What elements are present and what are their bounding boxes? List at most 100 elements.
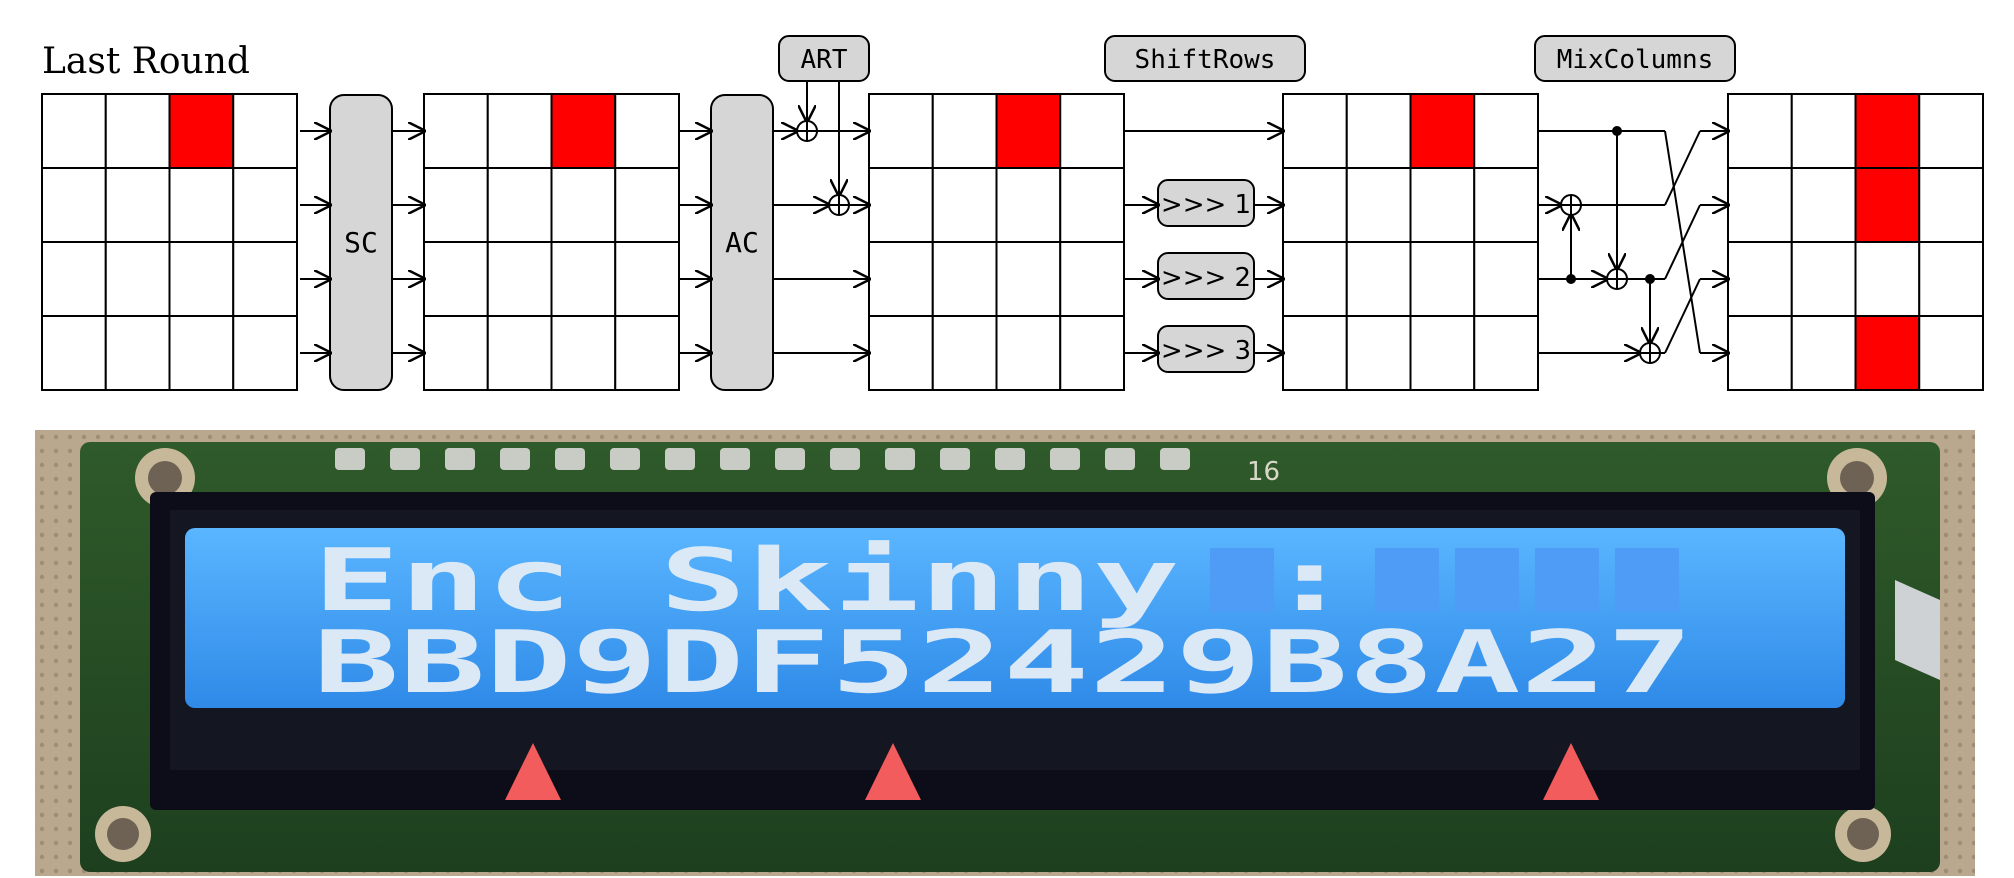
header-pin [775,448,805,470]
active-cell [1854,315,1921,391]
state-cell [104,315,171,391]
state-cell [995,241,1062,317]
diagram-title: Last Round [42,41,250,82]
state-cell [486,167,553,243]
state-cell [1854,241,1921,317]
state-cell [995,167,1062,243]
state-cell [868,315,934,391]
state-cell [1059,93,1125,169]
state-cell [931,167,998,243]
side-connector [1895,580,1940,680]
state-cell [486,315,553,391]
state-cell [1790,93,1857,169]
active-cell [995,93,1062,169]
state-cell [1727,93,1793,169]
state-cell [1345,241,1412,317]
state-cell [931,315,998,391]
state-cell [1918,241,1984,317]
xor-icon [796,120,818,142]
state-cell [550,167,617,243]
state-cell [168,315,235,391]
state-cell [168,167,235,243]
header-pin [830,448,860,470]
xor-icon [1606,268,1628,290]
state-grid-output [1727,93,1984,391]
art-box [778,35,870,82]
state-cell [1282,241,1348,317]
empty-char-cells [1210,548,1679,612]
mixcolumns-label: MixColumns [1557,45,1714,75]
marker-triangle-2 [865,743,921,800]
state-cell [232,167,298,243]
ac-label: AC [725,226,759,259]
state-cell [1727,167,1793,243]
marker-triangle-3 [1543,743,1599,800]
header-pin [1105,448,1135,470]
state-cell [614,93,680,169]
state-cell [1473,241,1539,317]
connector-lines [300,81,1728,353]
header-pin [500,448,530,470]
state-grid-after-shiftrows [1282,93,1539,391]
highlight-markers [505,743,1599,800]
state-cell [614,167,680,243]
state-cell [1409,315,1476,391]
state-cell [1409,241,1476,317]
ac-box [710,94,774,391]
state-cell [1790,241,1857,317]
state-cell [232,241,298,317]
state-cell [423,315,489,391]
state-cell [423,241,489,317]
state-cell [1282,315,1348,391]
state-cell [1409,167,1476,243]
state-cell [1282,167,1348,243]
header-pin [1050,448,1080,470]
state-cell [1345,315,1412,391]
skinny-last-round-diagram: Last Round SC AC ART ShiftRows MixColumn… [41,35,1984,391]
state-cell [423,167,489,243]
state-grid-after-sc [423,93,680,391]
active-cell [1854,93,1921,169]
header-pin [335,448,365,470]
active-cell [168,93,235,169]
state-cell [1473,315,1539,391]
state-cell [41,315,107,391]
shiftrows-label: ShiftRows [1135,45,1276,75]
state-cell [868,93,934,169]
state-cell [1727,315,1793,391]
xor-icon [828,194,850,216]
state-cell [614,315,680,391]
state-cell [104,93,171,169]
junction-dots [1566,126,1655,284]
art-label: ART [801,45,848,75]
active-cell [1854,167,1921,243]
sc-box [329,94,393,391]
state-cell [1059,241,1125,317]
header-pin [1160,448,1190,470]
state-cell [931,241,998,317]
pin-count-label: 16 [1247,457,1280,487]
active-cell [1409,93,1476,169]
state-cell [486,241,553,317]
shift-label-2: >>> 2 [1161,263,1251,293]
header-pin [555,448,585,470]
state-cell [550,315,617,391]
shiftrows-box [1104,35,1306,82]
shift-label-1: >>> 1 [1161,190,1251,220]
marker-triangle-1 [505,743,561,800]
header-pin [720,448,750,470]
state-cell [168,241,235,317]
state-cell [232,315,298,391]
header-pin [995,448,1025,470]
state-cell [104,167,171,243]
header-pin [885,448,915,470]
lcd-line-1: Enc Skinny : [313,531,1353,631]
header-pin [390,448,420,470]
state-cell [868,241,934,317]
state-cell [104,241,171,317]
state-cell [1059,167,1125,243]
header-pin [445,448,475,470]
mixcolumns-box [1534,35,1736,82]
state-cell [931,93,998,169]
header-pin [940,448,970,470]
